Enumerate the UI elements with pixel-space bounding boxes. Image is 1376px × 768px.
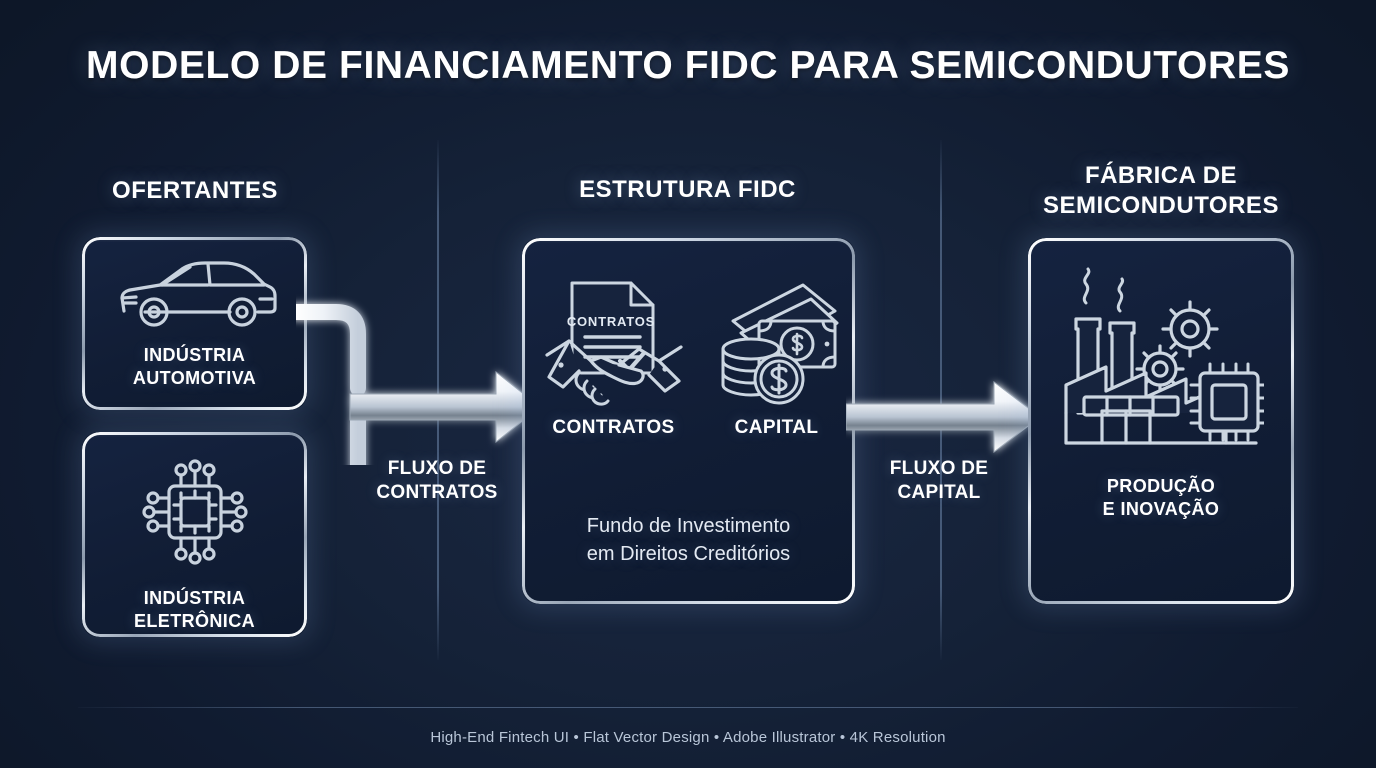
column-heading-estrutura-fidc: ESTRUTURA FIDC (579, 176, 796, 203)
column-heading-ofertantes: OFERTANTES (112, 177, 278, 204)
arrow-right-icon-fluxo-capital (846, 380, 1041, 454)
footer-divider (78, 707, 1298, 708)
factory-chip-icon (1058, 267, 1264, 457)
money-coins-icon (715, 277, 839, 409)
column-divider-right (940, 140, 942, 660)
svg-text:CONTRATOS: CONTRATOS (566, 314, 654, 329)
column-divider-left (437, 140, 439, 660)
fidc-item-capital[interactable]: CAPITAL (715, 277, 839, 439)
contract-handshake-icon: CONTRATOS (539, 277, 689, 409)
card-estrutura-fidc[interactable]: CONTRATOS (522, 238, 855, 604)
fidc-item-contratos[interactable]: CONTRATOS (539, 277, 689, 439)
microchip-icon (136, 453, 254, 571)
page-title: MODELO DE FINANCIAMENTO FIDC PARA SEMICO… (86, 44, 1290, 87)
fidc-label-contratos: CONTRATOS (552, 417, 675, 438)
arrow-right-icon-fluxo-contratos (296, 304, 541, 465)
fidc-label-capital: CAPITAL (734, 417, 819, 438)
footer-caption: High-End Fintech UI • Flat Vector Design… (430, 729, 946, 746)
car-icon (112, 254, 278, 332)
